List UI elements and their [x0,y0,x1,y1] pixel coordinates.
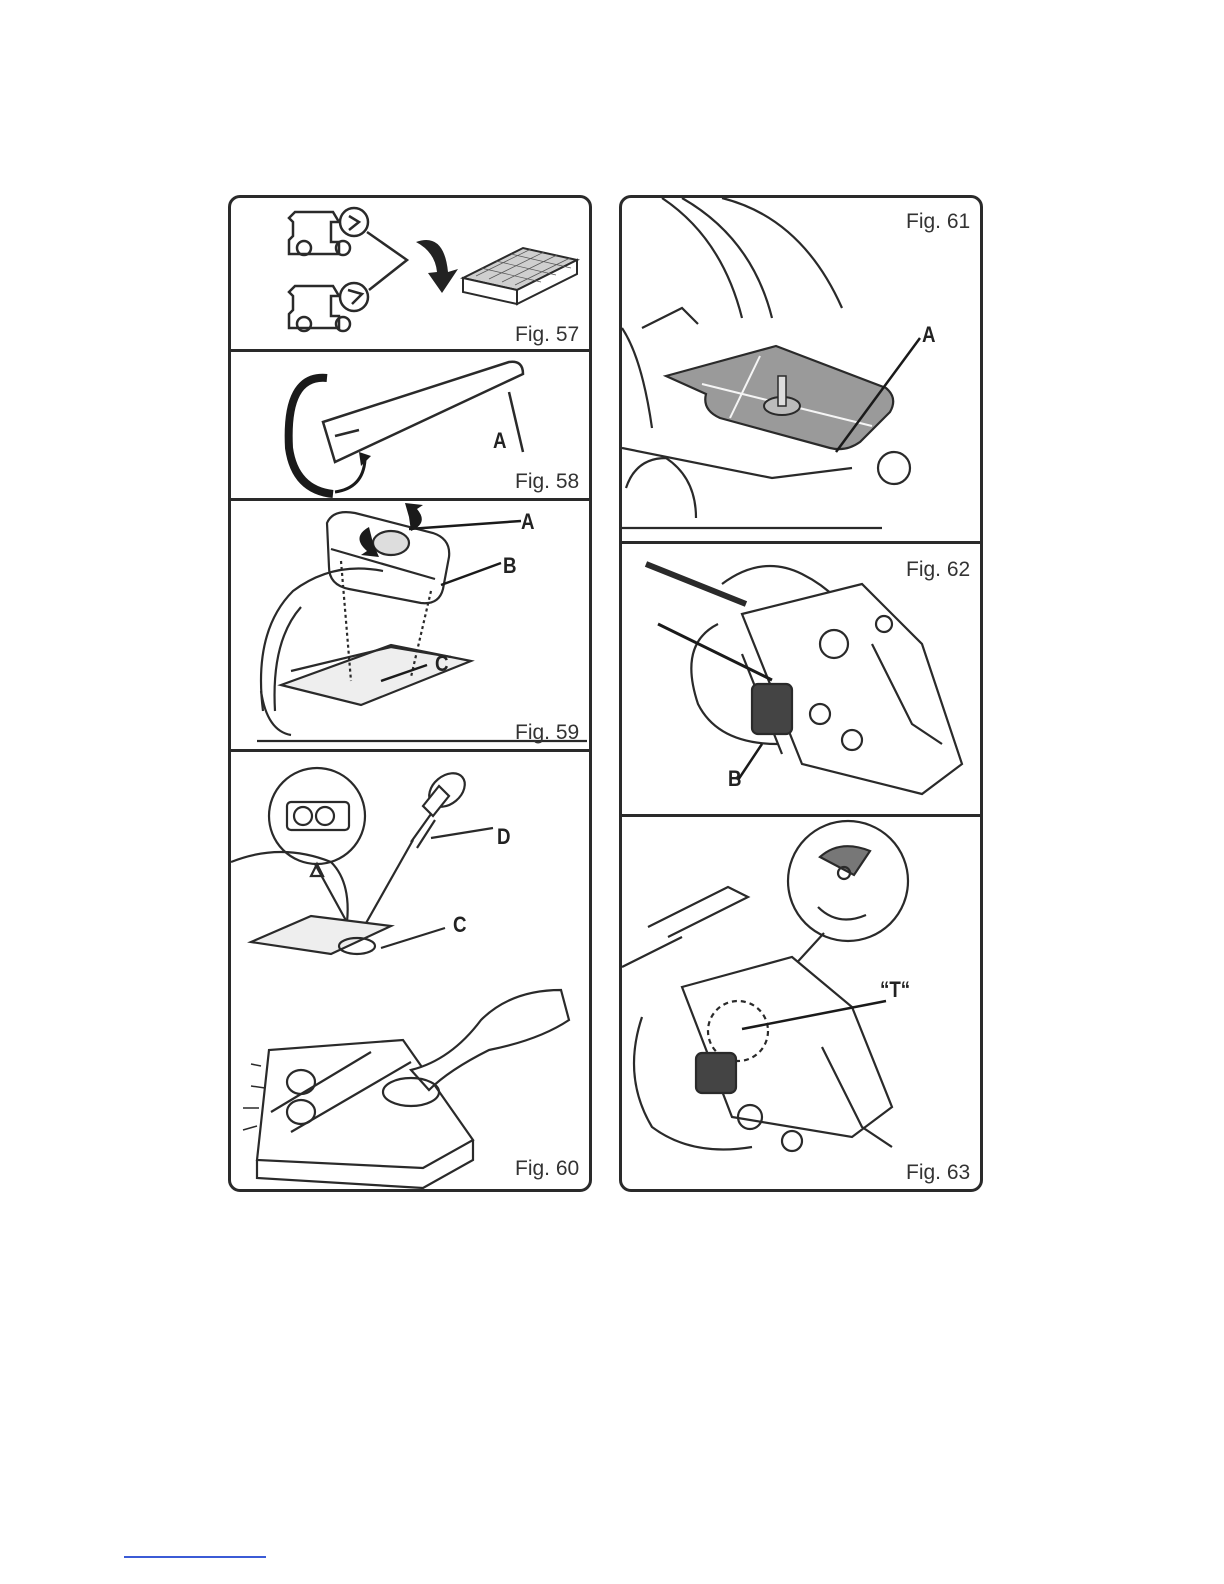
figure-label: Fig. 57 [515,323,579,347]
figure-label: Fig. 61 [906,210,970,234]
air-filter-cover-screw-illustration [622,198,980,540]
figure-61: A Fig. 61 [622,198,980,540]
callout-a: A [493,428,507,454]
figure-label: Fig. 60 [515,1157,579,1181]
left-figure-panel: Fig. 57 A Fig. 58 [228,195,592,1192]
air-filter-cleaning-illustration [231,752,589,1189]
callout-c: C [453,912,467,938]
figure-label: Fig. 63 [906,1161,970,1185]
figure-label: Fig. 62 [906,558,970,582]
callout-b: B [728,766,742,792]
chainsaw-side-view-illustration [622,544,980,814]
carburetor-adjustment-illustration [622,817,980,1189]
right-figure-panel: A Fig. 61 B Fig. 62 [619,195,983,1192]
figure-57: Fig. 57 [231,198,589,348]
callout-c: C [435,651,449,677]
figure-62: B Fig. 62 [622,544,980,814]
callout-d: D [497,824,511,850]
figure-label: Fig. 58 [515,470,579,494]
figure-58: A Fig. 58 [231,352,589,498]
callout-b: B [503,553,517,579]
air-filter-cover-removal-illustration [231,501,589,749]
callout-a: A [922,322,936,348]
figure-59: A B C Fig. 59 [231,501,589,749]
callout-t: “T“ [880,977,910,1003]
footer-rule [124,1556,266,1558]
callout-a: A [521,509,535,535]
figure-60: D C Fig. 60 [231,752,589,1189]
figure-63: “T“ Fig. 63 [622,817,980,1189]
figure-label: Fig. 59 [515,721,579,745]
